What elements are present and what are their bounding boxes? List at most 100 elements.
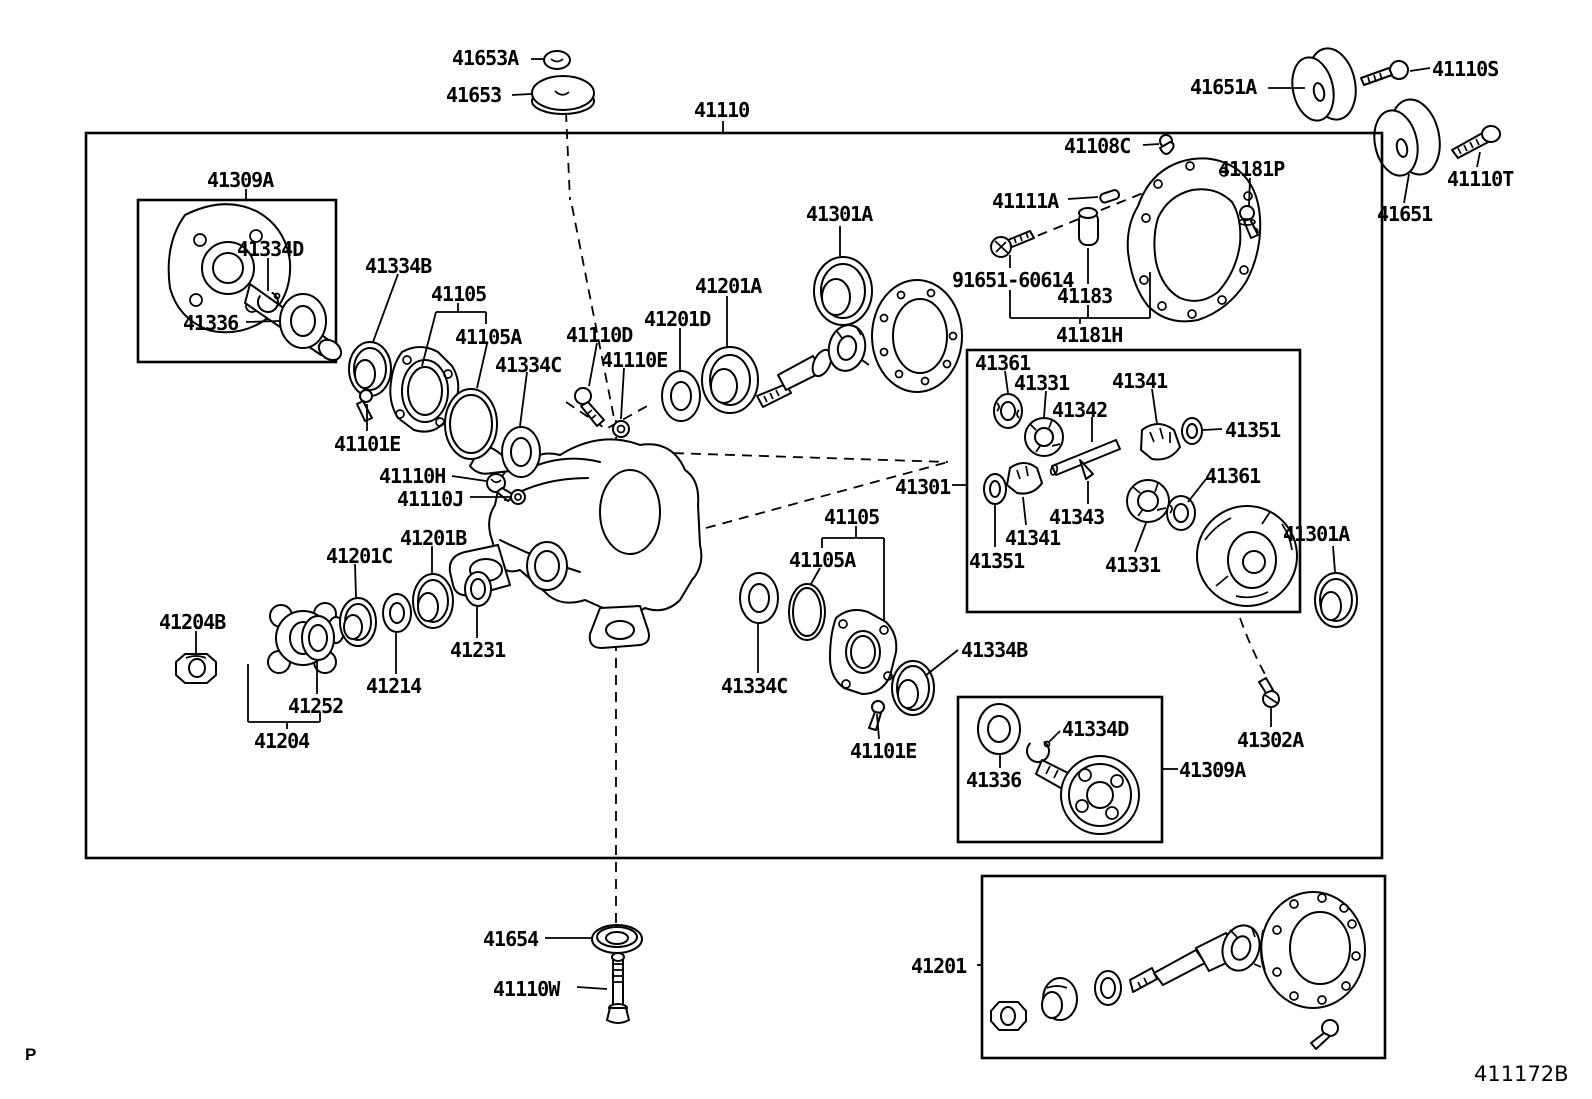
part-snap-ring-41334d-upper xyxy=(257,291,281,313)
label-41309A-lower: 41309A xyxy=(1179,758,1246,782)
label-41341-bottom: 41341 xyxy=(1005,526,1061,550)
label-41651A: 41651A xyxy=(1190,75,1257,99)
part-side-bearing-41301a-lower xyxy=(1314,572,1358,628)
label-41204: 41204 xyxy=(254,729,310,753)
part-retainer-41105-upper xyxy=(389,346,460,433)
label-41231: 41231 xyxy=(450,638,506,662)
part-nut-bottom xyxy=(990,1001,1027,1031)
part-stud-41110t xyxy=(1451,125,1501,159)
label-41105A-upper: 41105A xyxy=(455,325,522,349)
label-41110E: 41110E xyxy=(601,348,668,372)
part-thrust-washer-41351-bl xyxy=(983,473,1007,505)
part-gasket-plate xyxy=(871,279,963,393)
label-41204B: 41204B xyxy=(159,610,226,634)
label-41334D-upper: 41334D xyxy=(237,237,304,261)
label-41653A: 41653A xyxy=(452,46,519,70)
label-41201C: 41201C xyxy=(326,544,393,568)
part-key-41111a xyxy=(1099,189,1121,204)
part-bolt-41101e-upper xyxy=(356,389,373,422)
label-41334C-lower: 41334C xyxy=(721,674,788,698)
label-41301: 41301 xyxy=(895,475,951,499)
part-pinion-shaft-41342 xyxy=(1049,439,1121,476)
part-pinion-gear-41341-top xyxy=(1140,423,1181,461)
label-41201B: 41201B xyxy=(400,526,467,550)
label-41214: 41214 xyxy=(366,674,422,698)
label-41105-lower: 41105 xyxy=(824,505,880,529)
part-race-41201d xyxy=(661,370,701,422)
part-bolt-41302a xyxy=(1258,677,1280,708)
part-stub-axle-41309a-lower xyxy=(1035,755,1140,835)
label-41302A: 41302A xyxy=(1237,728,1304,752)
part-bearing-41201c xyxy=(339,597,377,647)
label-41252: 41252 xyxy=(288,694,344,718)
label-41301A-upper: 41301A xyxy=(806,202,873,226)
label-41105-upper: 41105 xyxy=(431,282,487,306)
part-washer-41110e xyxy=(612,420,630,438)
part-side-gear-41331-top xyxy=(1024,417,1064,457)
part-breather-plug-41653a xyxy=(543,50,571,70)
part-bolt-bottom xyxy=(1310,1019,1339,1050)
part-side-gear-41331-bottom xyxy=(1126,479,1170,523)
part-bearing-41201a xyxy=(701,346,759,414)
label-41181H: 41181H xyxy=(1056,323,1123,347)
part-bolt-41110s xyxy=(1360,60,1409,86)
part-snap-ring-41334d-lower xyxy=(1026,739,1051,763)
label-41334B-upper: 41334B xyxy=(365,254,432,278)
part-drive-pinion-main xyxy=(756,324,870,408)
label-41201A: 41201A xyxy=(695,274,762,298)
label-41351-bl: 41351 xyxy=(969,549,1025,573)
part-spacer-41231 xyxy=(464,571,492,607)
part-differential-housing xyxy=(448,438,703,649)
part-seal-41336-lower xyxy=(977,703,1021,755)
part-bearing-cone-bottom xyxy=(1041,977,1078,1021)
label-41336-lower: 41336 xyxy=(966,768,1022,792)
part-thrust-washer-41361-br xyxy=(1166,495,1196,531)
page-corner-mark: P xyxy=(25,1045,37,1064)
part-ring-41110j xyxy=(510,489,526,505)
label-41651: 41651 xyxy=(1377,202,1433,226)
label-41653: 41653 xyxy=(446,83,502,107)
part-cushion-41651a xyxy=(1291,47,1357,122)
part-spacer-bottom xyxy=(1094,970,1122,1006)
label-41110S: 41110S xyxy=(1432,57,1499,81)
part-ring-gear-bottom xyxy=(1260,891,1366,1009)
label-41331-top: 41331 xyxy=(1014,371,1070,395)
part-thrust-washer-41361-tl xyxy=(993,393,1023,429)
label-41183: 41183 xyxy=(1057,284,1113,308)
part-pinion-gear-41341-bottom xyxy=(1006,462,1043,495)
part-seal-41334b-lower xyxy=(891,660,935,716)
label-41111A: 41111A xyxy=(992,189,1059,213)
label-41654: 41654 xyxy=(483,927,539,951)
label-41343: 41343 xyxy=(1049,505,1105,529)
part-washer-41654 xyxy=(591,924,643,954)
label-41341-top: 41341 xyxy=(1112,369,1168,393)
part-seal-41252 xyxy=(301,615,335,661)
label-41336-upper: 41336 xyxy=(183,311,239,335)
label-41361-tl: 41361 xyxy=(975,351,1031,375)
label-41334D-lower: 41334D xyxy=(1062,717,1129,741)
label-41101E-upper: 41101E xyxy=(334,432,401,456)
part-seal-41334c-lower xyxy=(739,572,779,624)
figure-code: 411172B xyxy=(1474,1062,1569,1086)
part-washer-41214 xyxy=(382,593,412,633)
part-thrust-washer-41351-right xyxy=(1181,417,1203,445)
part-oring-41105a-lower xyxy=(788,583,826,641)
label-41110J: 41110J xyxy=(397,487,464,511)
frames xyxy=(84,131,1387,1060)
part-bolt-41110w xyxy=(606,952,630,1024)
part-drive-pinion-bottom xyxy=(1129,924,1262,993)
label-41110W: 41110W xyxy=(493,977,560,1001)
label-41201: 41201 xyxy=(911,954,967,978)
label-41201D: 41201D xyxy=(644,307,711,331)
leader-lines xyxy=(195,58,1481,990)
part-bolt-41181p xyxy=(1238,205,1259,239)
part-seal-41334c-upper xyxy=(501,426,541,478)
label-41110D: 41110D xyxy=(566,323,633,347)
label-41301A-lower: 41301A xyxy=(1283,522,1350,546)
part-plug-41108c xyxy=(1159,134,1175,155)
part-bearing-41201b xyxy=(412,573,454,629)
label-41108C: 41108C xyxy=(1064,134,1131,158)
label-41110T: 41110T xyxy=(1447,167,1514,191)
label-41101E-lower: 41101E xyxy=(850,739,917,763)
